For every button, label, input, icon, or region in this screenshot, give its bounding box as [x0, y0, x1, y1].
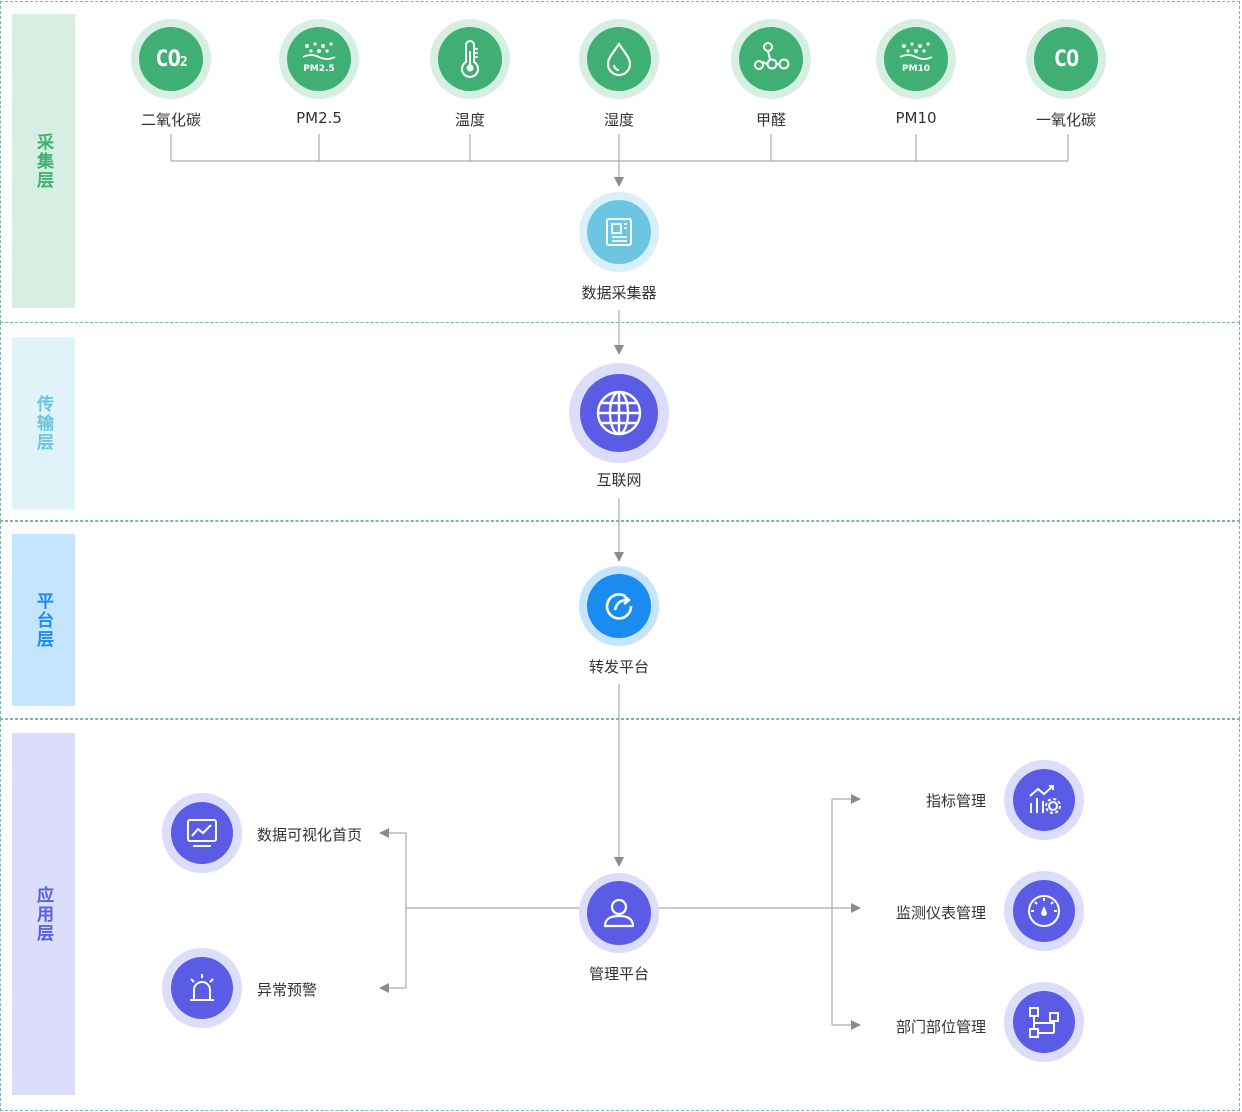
sensor-label: PM10 — [895, 109, 937, 127]
sensor-label: 温度 — [454, 111, 485, 129]
alarm-icon — [171, 957, 233, 1019]
globe-icon — [580, 374, 658, 452]
sensor-co: CO 一氧化碳 — [1016, 19, 1116, 130]
co-icon: CO — [1034, 27, 1098, 91]
department-node — [1004, 982, 1084, 1062]
gauge-node — [1004, 871, 1084, 951]
data-collector-node: 数据采集器 — [559, 192, 679, 303]
molecule-icon — [739, 27, 803, 91]
indicator-label: 指标管理 — [925, 792, 986, 810]
chart-gear-icon — [1013, 769, 1075, 831]
sensor-label: PM2.5 — [296, 109, 342, 127]
manage-label: 管理平台 — [588, 965, 649, 983]
sensor-humidity: 湿度 — [569, 19, 669, 130]
visualization-label: 数据可视化首页 — [257, 826, 363, 844]
transfer-layer-region — [0, 322, 1240, 521]
internet-node: 互联网 — [559, 363, 679, 490]
svg-text:PM10: PM10 — [902, 64, 930, 74]
management-platform-node: 管理平台 — [559, 873, 679, 984]
user-icon — [587, 881, 651, 945]
collect-layer-label: 采集层 — [12, 14, 75, 308]
platform-layer-text: 平台层 — [33, 591, 53, 649]
department-label: 部门部位管理 — [895, 1018, 986, 1036]
org-structure-icon — [1013, 991, 1075, 1053]
collector-label: 数据采集器 — [581, 284, 657, 302]
alarm-label: 异常预警 — [257, 981, 318, 999]
sensor-label: 二氧化碳 — [140, 111, 201, 129]
forward-label: 转发平台 — [588, 658, 649, 676]
indicator-node — [1004, 760, 1084, 840]
forward-arrow-icon — [587, 574, 651, 638]
pm10-icon: PM10 — [884, 27, 948, 91]
data-collector-icon — [587, 200, 651, 264]
sensor-temperature: 温度 — [420, 19, 520, 130]
sensor-formaldehyde: 甲醛 — [721, 19, 821, 130]
platform-layer-label: 平台层 — [12, 534, 75, 706]
chart-monitor-icon — [171, 802, 233, 864]
transfer-layer-text: 传输层 — [33, 394, 53, 452]
application-layer-region — [0, 719, 1240, 1111]
thermometer-icon — [438, 27, 502, 91]
sensor-co2: CO2 二氧化碳 — [121, 19, 221, 130]
visualization-node — [162, 793, 242, 873]
sensor-label: 甲醛 — [755, 111, 786, 129]
sensor-label: 湿度 — [603, 111, 634, 129]
gauge-icon — [1013, 880, 1075, 942]
pm25-icon: PM2.5 — [287, 27, 351, 91]
sensor-label: 一氧化碳 — [1035, 111, 1096, 129]
gauge-label: 监测仪表管理 — [895, 904, 986, 922]
co2-icon: CO2 — [139, 27, 203, 91]
application-layer-label: 应用层 — [12, 733, 75, 1095]
sensor-pm10: PM10 PM10 — [866, 19, 966, 127]
forward-platform-node: 转发平台 — [559, 566, 679, 677]
internet-label: 互联网 — [596, 471, 642, 489]
alarm-node — [162, 948, 242, 1028]
water-drop-icon — [587, 27, 651, 91]
application-layer-text: 应用层 — [33, 885, 53, 943]
svg-text:PM2.5: PM2.5 — [303, 64, 335, 74]
platform-layer-region — [0, 521, 1240, 719]
transfer-layer-label: 传输层 — [12, 337, 75, 509]
collect-layer-text: 采集层 — [33, 132, 53, 190]
sensor-pm25: PM2.5 PM2.5 — [269, 19, 369, 127]
